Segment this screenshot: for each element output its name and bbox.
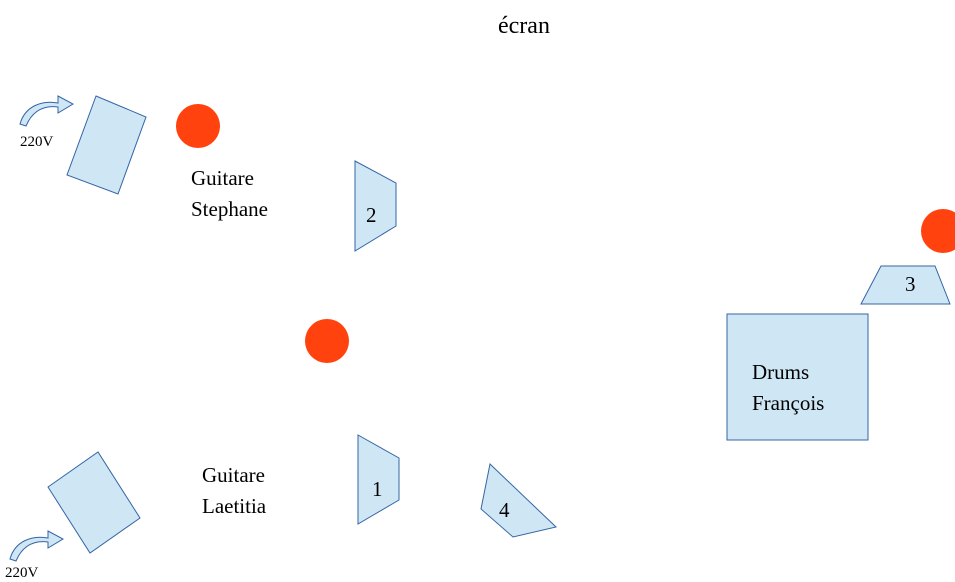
spot-stephane [176,104,220,148]
drums-riser [726,313,869,441]
label-guitare-stephane-line2: Stephane [191,197,268,221]
monitor-1 [357,434,400,525]
amp-stephane [66,95,147,195]
label-drums-francois-line1: Drums [752,360,810,384]
power-arrow-icon-bottom [9,530,65,562]
label-guitare-laetitia-line2: Laetitia [202,494,267,518]
monitor-2-number: 2 [366,203,377,227]
amp-laetitia [47,451,141,554]
power-label-bottom: 220V [5,565,39,581]
screen-label: écran [498,13,550,39]
power-arrow-icon-top [19,95,75,127]
spot-laetitia [305,319,349,363]
label-guitare-stephane-line1: Guitare [191,166,254,190]
monitor-3 [860,265,951,305]
monitor-1-number: 1 [372,477,383,501]
label-drums-francois-line2: François [752,391,825,415]
monitor-4 [480,463,558,538]
power-label-top: 220V [20,134,54,150]
monitor-4-number: 4 [499,498,510,522]
label-guitare-laetitia-line1: Guitare [202,463,265,487]
monitor-3-number: 3 [905,272,916,296]
monitor-2 [354,160,397,252]
spot-francois [921,209,955,253]
